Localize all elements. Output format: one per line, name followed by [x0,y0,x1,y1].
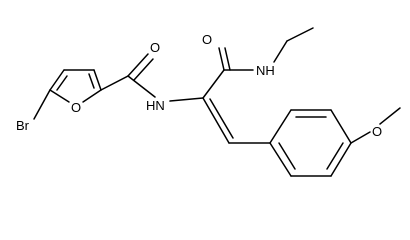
structure-canvas: Br O O HN O NH O [16,27,401,177]
furan-ring [49,69,102,103]
double-bond-carbonyl-o-left-2 [133,58,154,81]
bond-nh-ethyl-ch2 [273,40,288,63]
methoxy-oxygen-label: O [372,124,382,139]
double-bond-right-carbonyl-o-2 [224,47,231,71]
ring-inner-double-3 [278,142,296,170]
furan-oxygen-label: O [71,100,81,115]
double-bond-right-carbonyl-o [218,47,225,71]
ring-bond-1 [269,109,292,144]
double-bond-c4-c5 [56,75,68,91]
double-bond-alpha-beta [209,98,234,139]
bond-c2-c3 [93,69,102,91]
bond-o1-c2 [82,89,102,103]
benzene-ring [269,109,352,177]
amide-nh-left-label: HN [146,98,165,113]
bond-c5-br [33,89,51,120]
ring-bond-6 [269,142,292,177]
ring-bond-3 [330,109,352,144]
bond-c5-o1 [49,89,70,103]
bond-ring-methoxy-o [350,131,371,144]
ring-inner-double-2 [326,142,344,170]
bond-carbonyl-nh [127,75,156,98]
bond-c4-c5 [49,69,65,91]
chemical-structure-diagram: Br O O HN O NH O [16,27,401,177]
bond-c2-carbonyl [100,75,129,91]
amide-oxygen-left-label: O [150,40,160,55]
bond-methoxy-o-ch3 [379,107,401,125]
bond-alpha-right-carbonyl [202,69,225,99]
bond-nh-alpha-carbon [169,97,204,102]
bromine-label: Br [16,118,30,133]
double-bond-carbonyl-o-left [127,53,149,77]
double-bond-c2-c3 [88,73,95,89]
ring-bond-4 [330,142,352,177]
bond-alpha-beta [202,97,230,144]
amide-nh-right-label: NH [256,63,275,78]
bond-ethyl-ch2-ch3 [286,27,314,42]
amide-oxygen-right-label: O [202,32,212,47]
